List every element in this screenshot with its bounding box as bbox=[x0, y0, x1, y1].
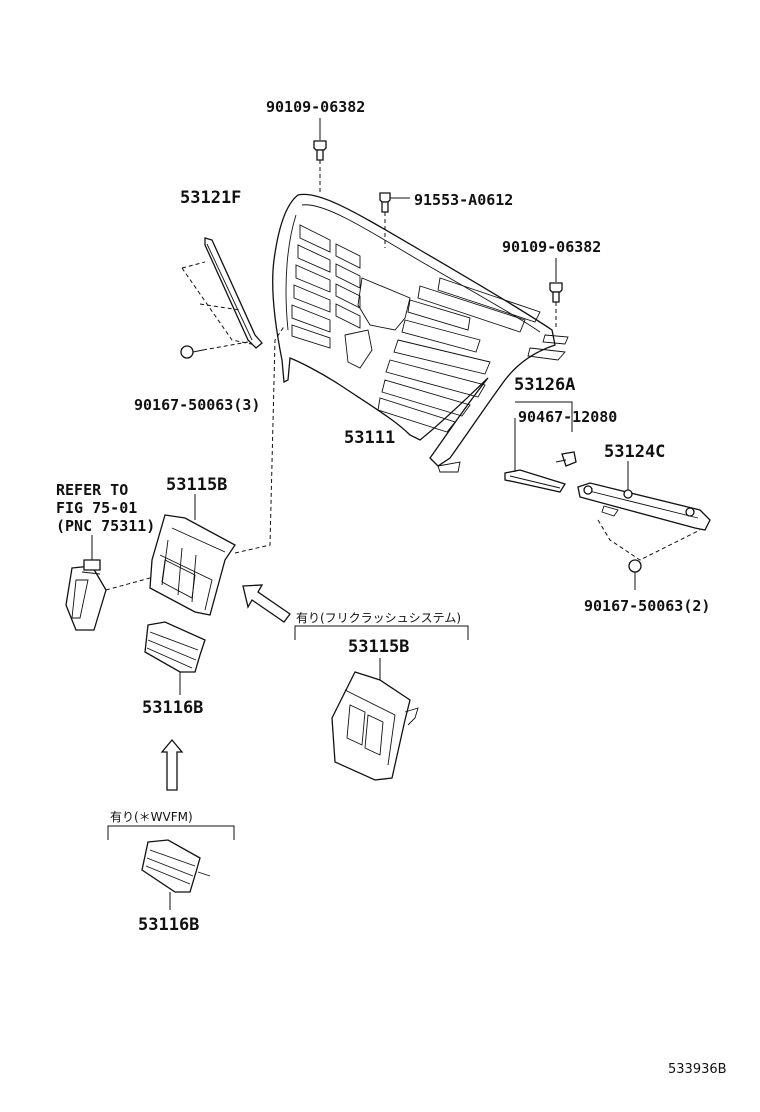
lower-grille-53116B bbox=[144, 621, 206, 695]
label-bolt-mid: 91553-A0612 bbox=[414, 191, 513, 209]
sub-grille-53115B bbox=[149, 324, 286, 616]
refer-part-75311 bbox=[65, 535, 151, 631]
left-molding-53121F bbox=[181, 237, 263, 349]
label-screw-right: 90167-50063(2) bbox=[584, 597, 710, 615]
lower-right-molding-53124C bbox=[577, 461, 711, 561]
label-refer-line3: (PNC 75311) bbox=[56, 517, 155, 535]
label-molding-right: 53126A bbox=[514, 375, 575, 395]
label-screw-left: 90167-50063(3) bbox=[134, 396, 260, 414]
label-refer-line2: FIG 75-01 bbox=[56, 499, 137, 517]
sub-grille-option-53115B bbox=[331, 658, 419, 781]
bolt-right-90109 bbox=[549, 258, 563, 330]
screw-left-90167 bbox=[180, 341, 249, 359]
main-grille-53111 bbox=[272, 193, 569, 473]
label-option-1: 有り(フリクラッシュシステム) bbox=[296, 611, 461, 625]
label-molding-lower-right: 53124C bbox=[604, 442, 665, 462]
label-grille-sub-option: 53115B bbox=[348, 637, 409, 657]
arrow-to-sub-grille bbox=[242, 584, 291, 623]
label-clip-right: 90467-12080 bbox=[518, 408, 617, 426]
up-arrow bbox=[160, 738, 184, 791]
bolt-top-90109 bbox=[313, 118, 327, 192]
label-grille-sub: 53115B bbox=[166, 475, 227, 495]
label-diagram-code: 533936B bbox=[668, 1062, 727, 1077]
label-grille-main: 53111 bbox=[344, 428, 395, 448]
label-bolt-top: 90109-06382 bbox=[266, 98, 365, 116]
bolt-mid-91553 bbox=[379, 192, 410, 248]
label-bolt-right: 90109-06382 bbox=[502, 238, 601, 256]
label-molding-left: 53121F bbox=[180, 188, 241, 208]
label-grille-lower: 53116B bbox=[142, 698, 203, 718]
label-refer-line1: REFER TO bbox=[56, 481, 128, 499]
label-grille-lower-option: 53116B bbox=[138, 915, 199, 935]
lower-grille-option-53116B bbox=[141, 839, 211, 910]
clip-right-90467 bbox=[555, 451, 577, 467]
right-molding-53126A bbox=[504, 401, 573, 493]
option-bracket-1 bbox=[294, 625, 469, 640]
option-bracket-2 bbox=[107, 825, 235, 840]
label-option-2: 有り(＊WVFM) bbox=[110, 810, 193, 824]
screw-right-90167 bbox=[628, 559, 642, 590]
